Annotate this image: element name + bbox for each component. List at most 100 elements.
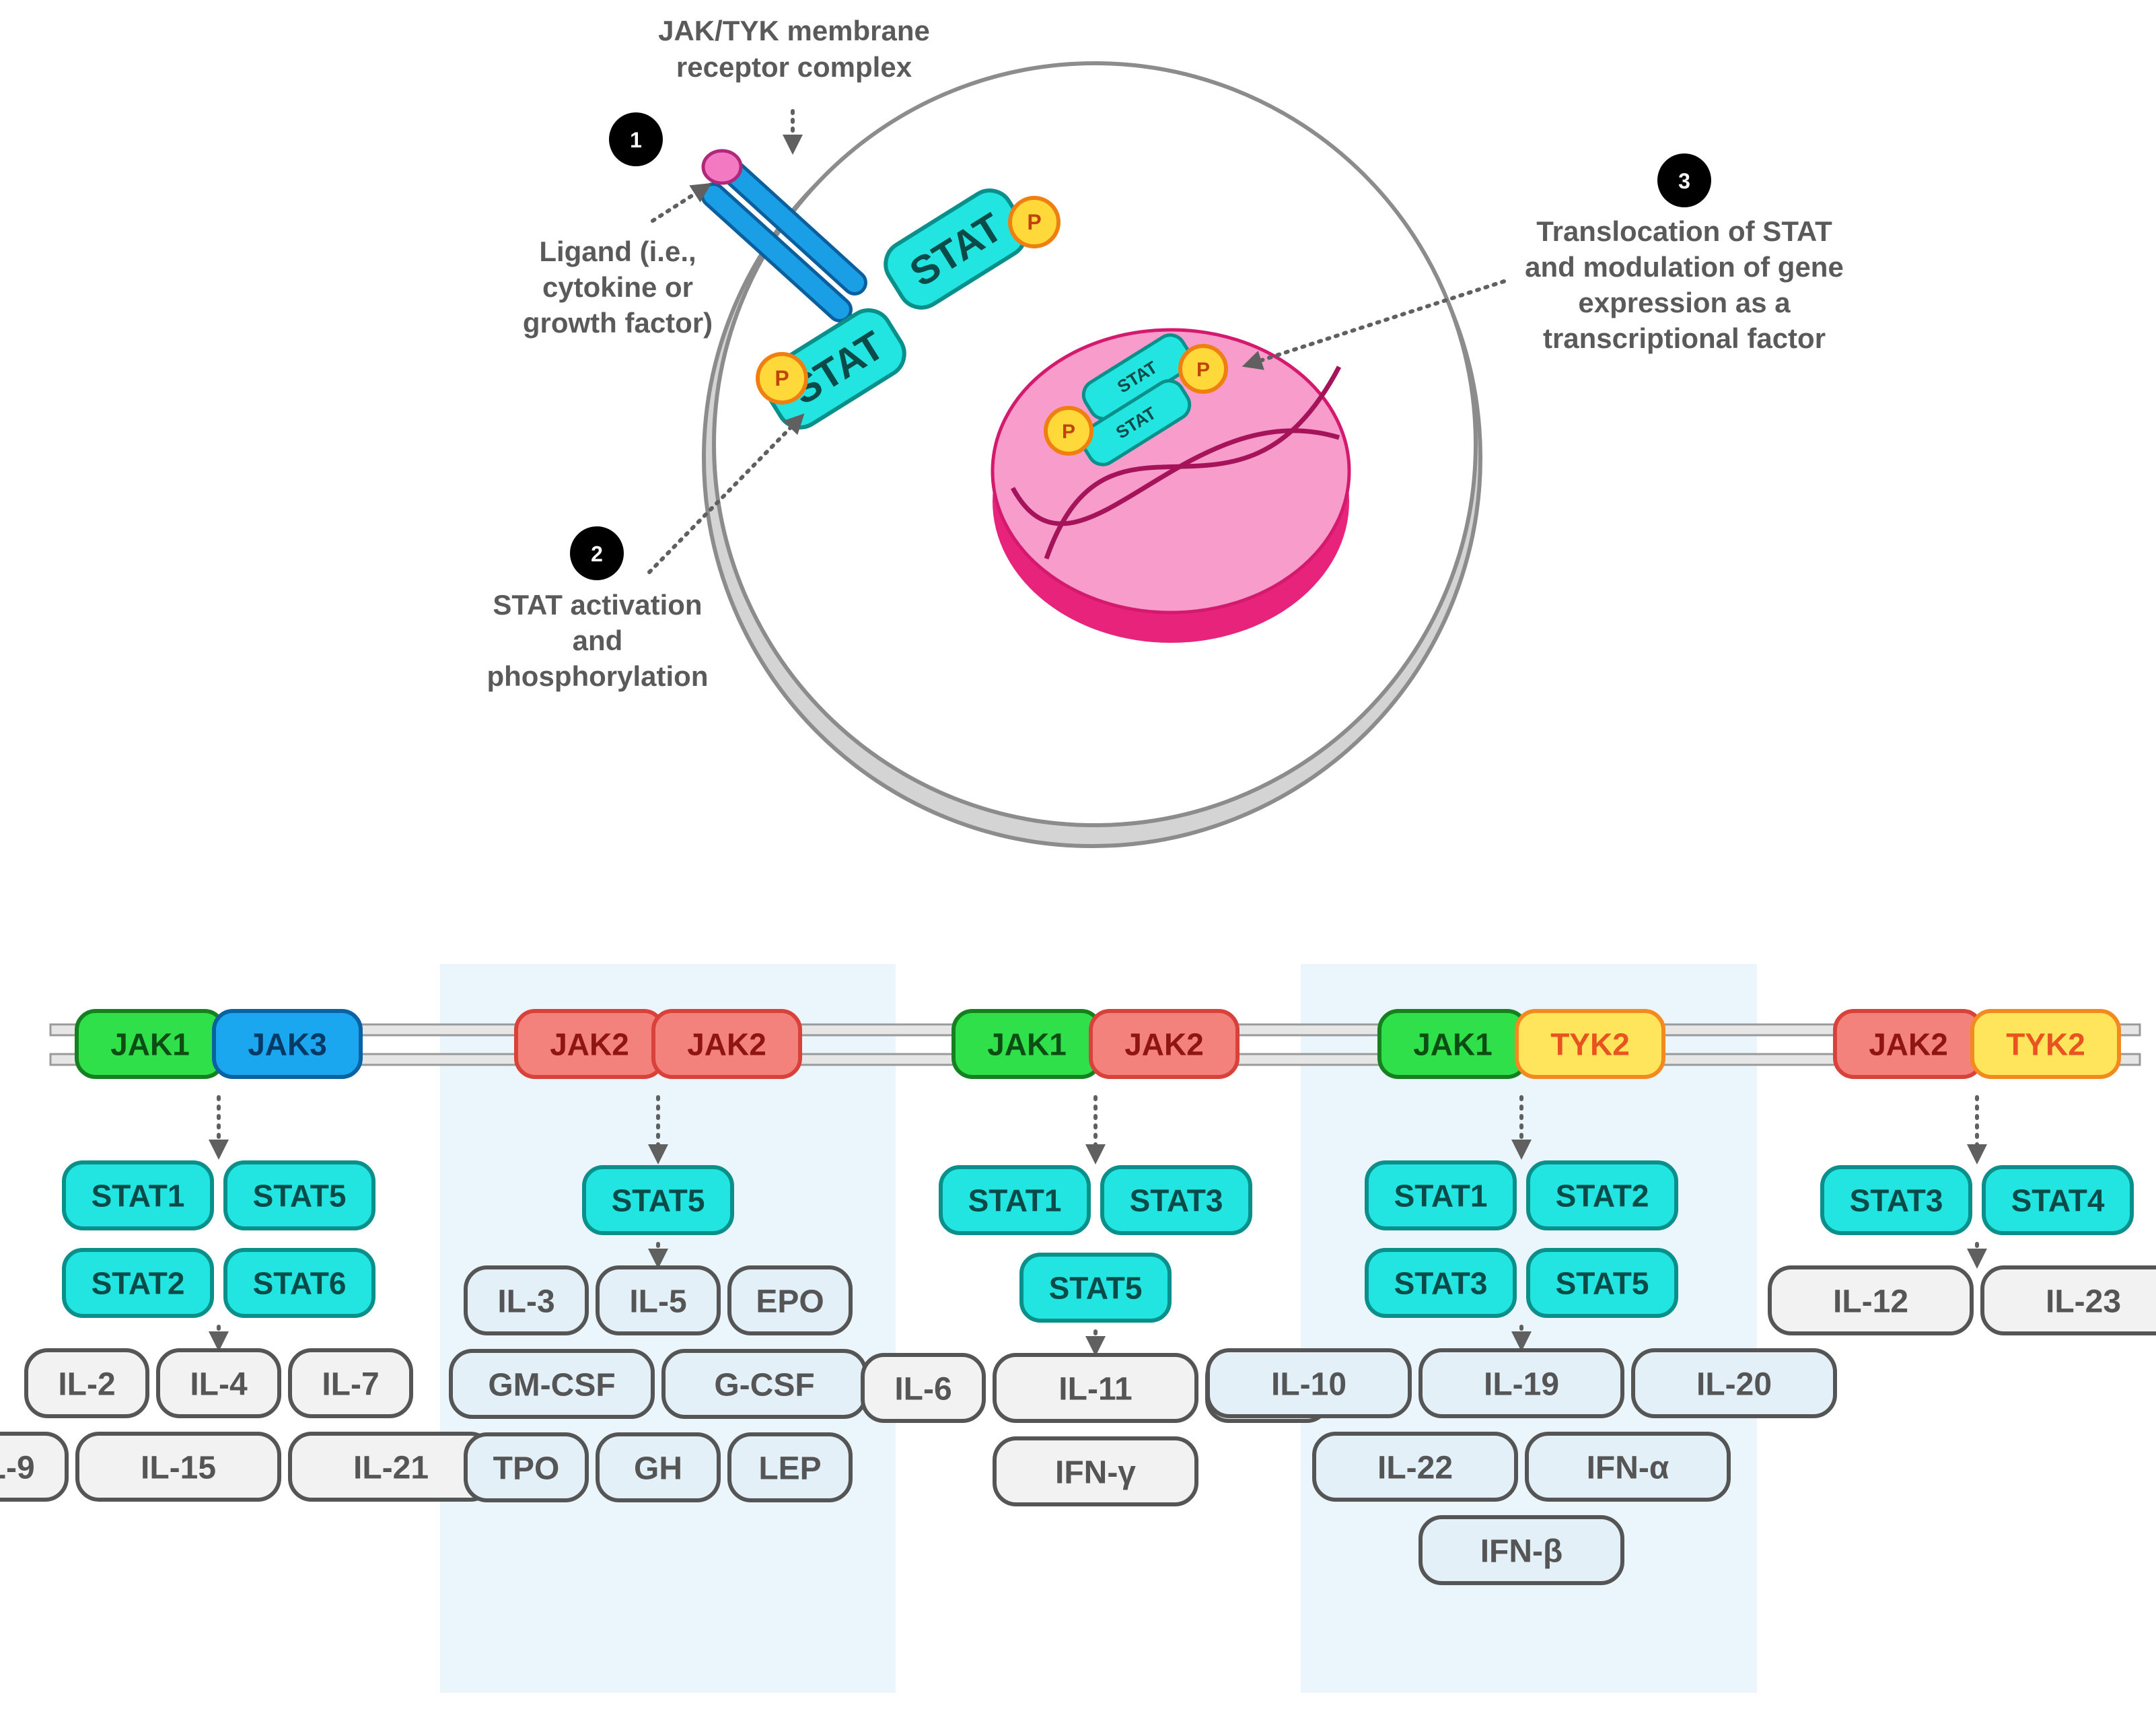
cytokine-box: IFN-α xyxy=(1525,1432,1731,1502)
stat-box: STAT2 xyxy=(1526,1160,1678,1230)
cytokine-box: IL-3 xyxy=(464,1265,589,1335)
cytokine-box-label: IL-11 xyxy=(1058,1371,1132,1407)
cytokine-box-label: IL-12 xyxy=(1833,1284,1908,1319)
cytokine-box-label: TPO xyxy=(493,1451,560,1486)
label-line: and modulation of gene xyxy=(1525,251,1844,283)
cytokine-box-label: IL-4 xyxy=(190,1366,248,1402)
cytokine-box-label: EPO xyxy=(756,1284,824,1319)
phosphate-label: P xyxy=(775,366,789,390)
cytokine-box-label: IFN-α xyxy=(1587,1450,1669,1486)
stat-box: STAT6 xyxy=(223,1248,375,1318)
jak-box-label: JAK2 xyxy=(1124,1027,1204,1062)
jak-box-label: TYK2 xyxy=(1550,1027,1630,1062)
stat-box-label: STAT5 xyxy=(1049,1271,1143,1306)
label-line: receptor complex xyxy=(676,51,912,83)
cytokine-box: IL-10 xyxy=(1206,1348,1412,1418)
cytokine-box: IL-12 xyxy=(1768,1265,1974,1335)
phosphate-label: P xyxy=(1062,421,1075,443)
stat-box-label: STAT2 xyxy=(1556,1179,1649,1214)
cytokine-box-label: IL-21 xyxy=(353,1450,429,1486)
stat-box-label: STAT3 xyxy=(1394,1266,1488,1301)
stat-box-label: STAT5 xyxy=(1556,1266,1649,1301)
jak-box: JAK2 xyxy=(514,1009,665,1079)
label-line: phosphorylation xyxy=(487,660,709,692)
cytokine-box-label: GH xyxy=(634,1451,682,1486)
cytokine-box: IL-2 xyxy=(24,1348,149,1418)
cytokine-box: IL-23 xyxy=(1980,1265,2156,1335)
label-line: Ligand (i.e., xyxy=(539,236,696,267)
receptor-label: JAK/TYK membrane receptor complex xyxy=(658,15,930,83)
label-line: STAT activation xyxy=(493,589,702,621)
cytokine-box: IL-7 xyxy=(288,1348,413,1418)
cytokine-box: IL-19 xyxy=(1418,1348,1624,1418)
cytokine-box-label: IL-10 xyxy=(1271,1366,1346,1402)
phosphate-label: P xyxy=(1027,210,1041,234)
cytokine-box-label: IFN-γ xyxy=(1055,1455,1136,1490)
stat-box-label: STAT1 xyxy=(968,1183,1062,1218)
stat-dimer: STAT STAT xyxy=(1080,333,1193,466)
jak-box: JAK2 xyxy=(1089,1009,1239,1079)
stat-box-label: STAT2 xyxy=(92,1266,185,1301)
cytokine-box: IL-9 xyxy=(0,1432,69,1502)
jak-box: TYK2 xyxy=(1970,1009,2121,1079)
label-line: Translocation of STAT xyxy=(1536,215,1832,247)
jak-box-label: JAK3 xyxy=(248,1027,327,1062)
translocation-label: Translocation of STAT and modulation of g… xyxy=(1525,215,1844,354)
stat-box-label: STAT3 xyxy=(1850,1183,1943,1218)
stat-box: STAT1 xyxy=(939,1165,1091,1235)
activation-label: STAT activation and phosphorylation xyxy=(487,589,709,692)
cytokine-box: IL-5 xyxy=(596,1265,721,1335)
cytokine-box: LEP xyxy=(727,1432,853,1502)
cytokine-box-label: IL-5 xyxy=(629,1284,686,1319)
stat-box-label: STAT4 xyxy=(2011,1183,2105,1218)
cytokine-box-label: IL-7 xyxy=(322,1366,379,1402)
stat-box-label: STAT3 xyxy=(1130,1183,1223,1218)
cytokine-box-label: IL-15 xyxy=(141,1450,216,1486)
jak-box-label: JAK1 xyxy=(987,1027,1067,1062)
cytokine-box: GM-CSF xyxy=(449,1349,655,1419)
stat-box-label: STAT5 xyxy=(612,1183,705,1218)
stat-box: STAT5 xyxy=(1526,1248,1678,1318)
cytokine-box-label: GM-CSF xyxy=(488,1367,615,1403)
stat-box-label: STAT6 xyxy=(253,1266,347,1301)
phosphate: P xyxy=(1008,196,1061,248)
cytokine-box: G-CSF xyxy=(661,1349,867,1419)
stat-box-label: STAT5 xyxy=(253,1179,347,1214)
jak-box: JAK2 xyxy=(651,1009,802,1079)
label-line: and xyxy=(573,625,623,656)
cytokine-box-label: IL-3 xyxy=(497,1284,554,1319)
cytokine-box-label: IL-9 xyxy=(0,1450,35,1486)
cytokine-box: IFN-γ xyxy=(993,1436,1198,1506)
cytokine-box-label: IL-2 xyxy=(58,1366,115,1402)
jak-box-label: JAK1 xyxy=(110,1027,190,1062)
step-2: 2 xyxy=(570,526,624,580)
stat-box: STAT2 xyxy=(62,1248,214,1318)
cytokine-box: IL-22 xyxy=(1312,1432,1518,1502)
phosphate: P xyxy=(756,352,808,405)
jak-box: JAK3 xyxy=(212,1009,363,1079)
label-line: expression as a xyxy=(1578,287,1791,318)
receptor-complex xyxy=(700,149,867,322)
label-line: cytokine or xyxy=(542,271,693,303)
cytokine-box: IFN-β xyxy=(1418,1515,1624,1585)
cytokine-box-label: IFN-β xyxy=(1480,1533,1563,1569)
jak-box: JAK2 xyxy=(1833,1009,1984,1079)
cytokine-box-label: G-CSF xyxy=(714,1367,814,1403)
stat-box: STAT1 xyxy=(62,1160,214,1230)
phosphate: P xyxy=(1044,406,1093,456)
label-line: JAK/TYK membrane xyxy=(658,15,930,46)
jak-box: TYK2 xyxy=(1515,1009,1665,1079)
cytokine-box-label: IL-22 xyxy=(1377,1450,1453,1486)
cytokine-box: IL-4 xyxy=(156,1348,281,1418)
stat-box: STAT1 xyxy=(1365,1160,1517,1230)
stat-box: STAT3 xyxy=(1820,1165,1972,1235)
cytokine-box: IL-15 xyxy=(75,1432,281,1502)
cytokine-box-label: IL-19 xyxy=(1484,1366,1559,1402)
